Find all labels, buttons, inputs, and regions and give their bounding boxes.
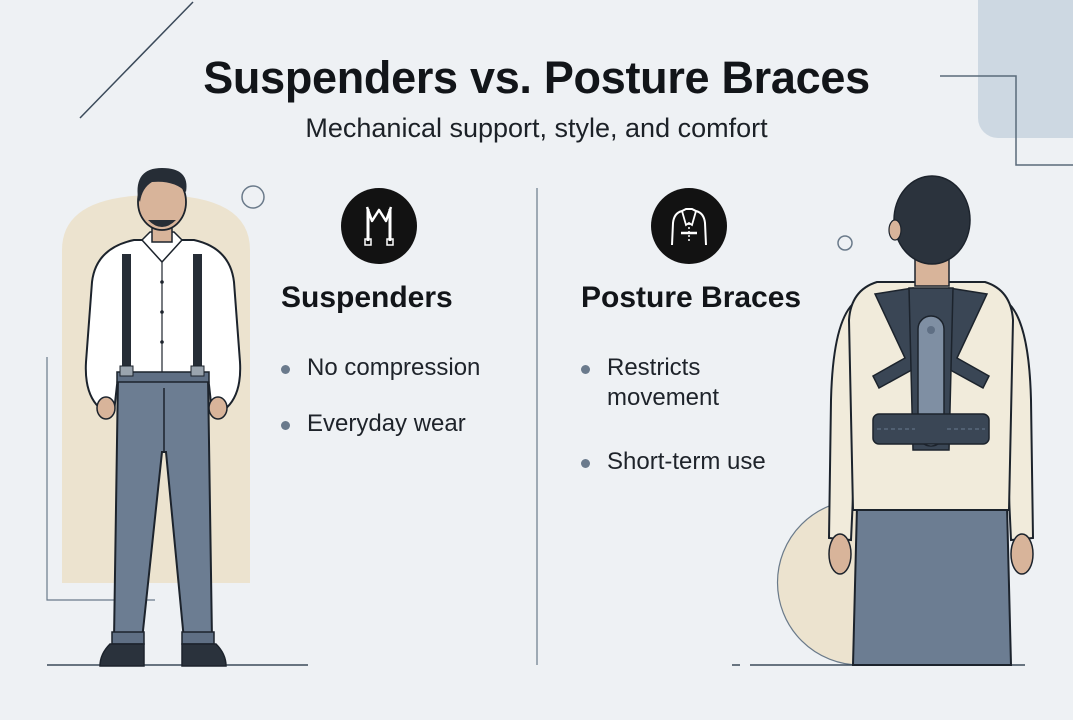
posture-braces-heading: Posture Braces bbox=[581, 281, 802, 314]
page-subtitle: Mechanical support, style, and comfort bbox=[305, 113, 768, 143]
man-with-suspenders-illustration bbox=[84, 168, 242, 667]
list-item: Restricts movement bbox=[581, 353, 771, 413]
list-item: No compression bbox=[281, 353, 531, 383]
list-item-text: Restricts movement bbox=[607, 354, 720, 411]
suspenders-heading: Suspenders bbox=[281, 281, 453, 314]
bullet-dot bbox=[581, 365, 590, 374]
list-item: Everyday wear bbox=[281, 409, 531, 439]
bullet-dot bbox=[281, 421, 290, 430]
list-item-text: No compression bbox=[307, 354, 481, 381]
posture-brace-icon bbox=[651, 188, 727, 264]
suspenders-bullet-list: No compression Everyday wear bbox=[281, 353, 531, 439]
posture-braces-bullet-list: Restricts movement Short-term use bbox=[581, 353, 771, 477]
bullet-dot bbox=[581, 459, 590, 468]
man-with-posture-brace-illustration bbox=[827, 175, 1035, 666]
list-item: Short-term use bbox=[581, 447, 771, 477]
list-item-text: Short-term use bbox=[607, 448, 766, 475]
bullet-dot bbox=[281, 365, 290, 374]
list-item-text: Everyday wear bbox=[307, 410, 466, 437]
page-title: Suspenders vs. Posture Braces bbox=[203, 52, 870, 103]
suspenders-icon bbox=[341, 188, 417, 264]
